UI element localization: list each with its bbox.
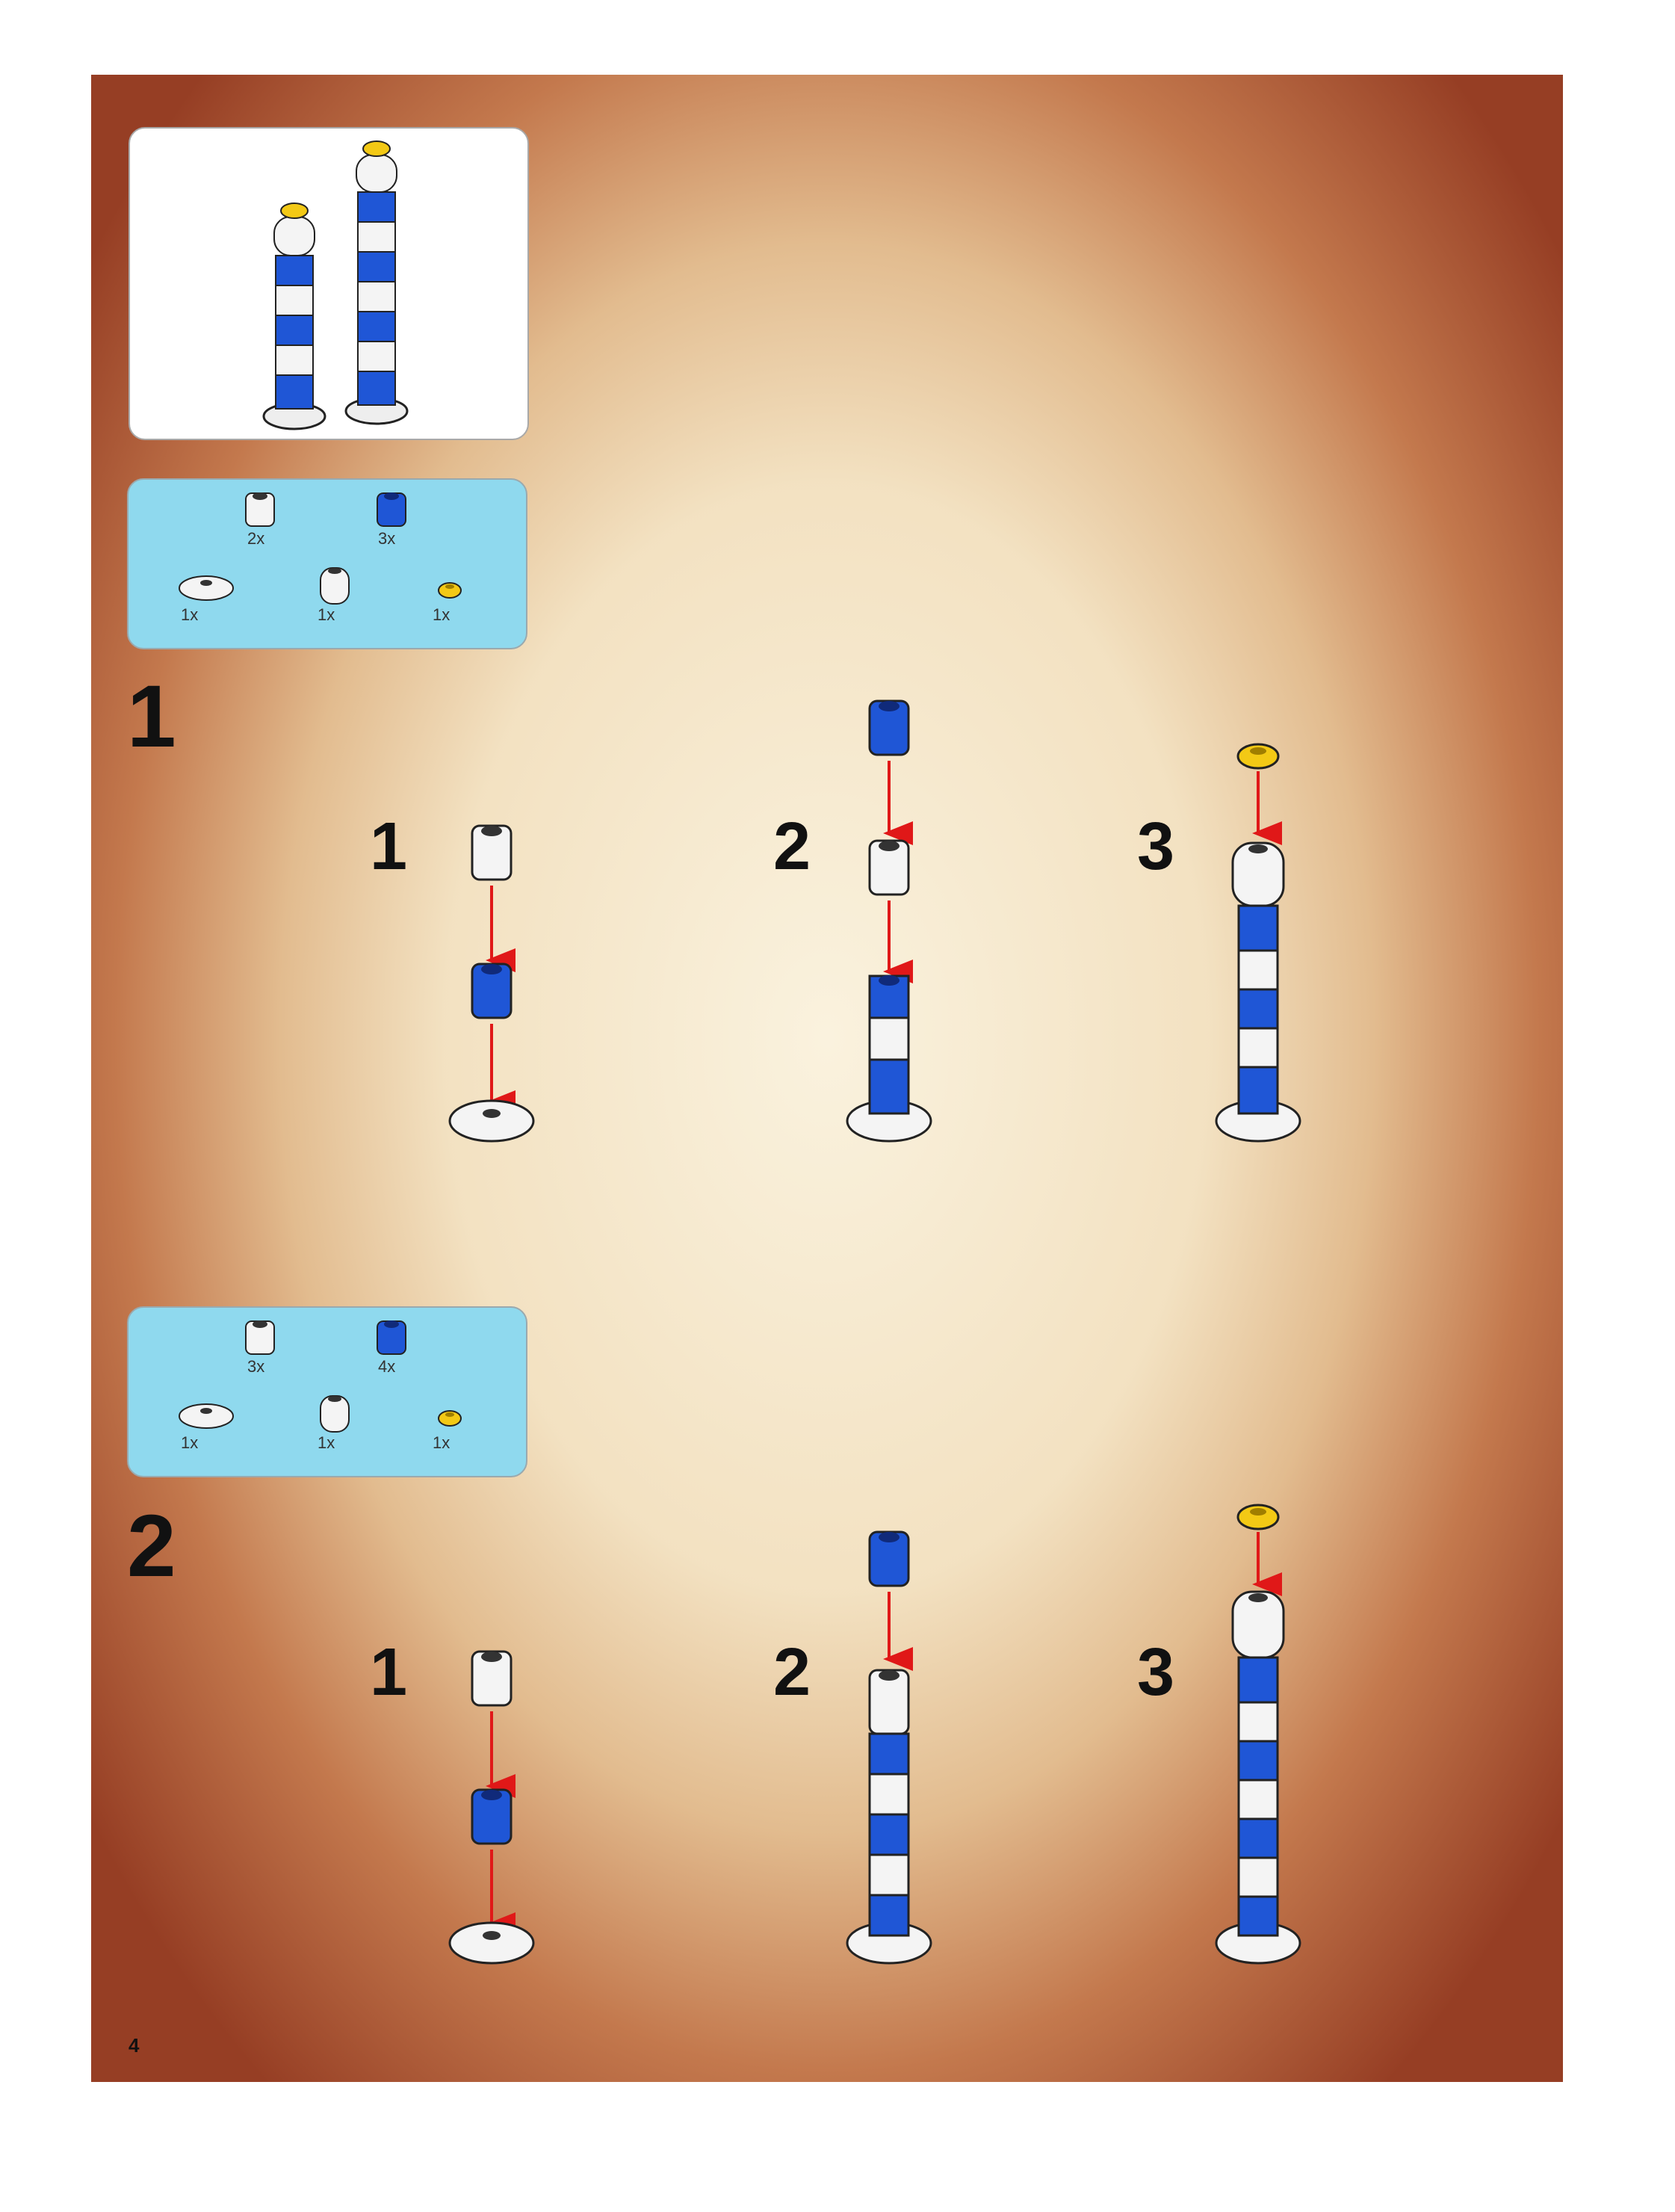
dish-base xyxy=(448,1099,535,1143)
blue-brick xyxy=(471,1788,513,1845)
pillar xyxy=(1215,841,1301,1143)
part-white-rounded-brick xyxy=(320,1395,350,1433)
gold-plate xyxy=(1236,1504,1280,1530)
step1-substep1-assembly xyxy=(448,824,535,1143)
preview-short-pillar xyxy=(262,203,326,430)
white-brick xyxy=(868,839,910,896)
part-qty-gold-round-plate: 1x xyxy=(433,1433,451,1452)
step2-substep1-assembly xyxy=(448,1650,535,1965)
partial-pillar xyxy=(846,974,932,1143)
part-blue-round-brick xyxy=(377,492,406,527)
part-qty-white-dish-base: 1x xyxy=(181,605,199,624)
part-white-dish-base xyxy=(179,575,234,601)
dish-base xyxy=(448,1921,535,1965)
part-white-round-brick xyxy=(245,492,275,527)
preview-tall-pillar xyxy=(344,140,409,425)
blue-brick xyxy=(471,963,513,1019)
part-qty-blue-round-brick: 3x xyxy=(378,529,396,548)
blue-brick xyxy=(868,1530,910,1587)
step1-substep2-assembly xyxy=(846,699,932,1143)
finished-model-preview xyxy=(129,127,529,440)
part-white-dish-base xyxy=(179,1403,234,1429)
step2-substep3-assembly xyxy=(1215,1504,1301,1965)
gold-plate xyxy=(1236,743,1280,770)
parts-illustrations xyxy=(179,1320,462,1433)
part-qty-white-rounded-brick: 1x xyxy=(318,1433,335,1452)
step2-substep-2: 2 xyxy=(773,1635,811,1710)
page-number: 4 xyxy=(129,2034,140,2057)
preview-pillars-illustration xyxy=(262,140,409,430)
partial-pillar xyxy=(846,1669,932,1965)
parts-list-step-2: 3x 4x 1x 1x 1x xyxy=(127,1306,527,1477)
part-gold-round-plate xyxy=(438,582,462,599)
white-brick xyxy=(471,1650,513,1707)
parts-illustrations xyxy=(179,492,462,605)
pillar xyxy=(1215,1590,1301,1965)
part-gold-round-plate xyxy=(438,1410,462,1427)
part-qty-white-rounded-brick: 1x xyxy=(318,605,335,624)
assembly-illustrations xyxy=(448,699,1301,1965)
step1-substep-2: 2 xyxy=(773,809,811,884)
part-qty-gold-round-plate: 1x xyxy=(433,605,451,624)
part-qty-white-dish-base: 1x xyxy=(181,1433,199,1452)
step-number-1: 1 xyxy=(127,667,176,766)
step-number-2: 2 xyxy=(127,1497,176,1595)
part-qty-white-round-brick: 3x xyxy=(247,1357,265,1376)
step1-substep-1: 1 xyxy=(370,809,408,884)
instruction-page: 2x 3x 1x 1x 1x xyxy=(91,75,1563,2082)
step1-substep3-assembly xyxy=(1215,743,1301,1143)
part-white-round-brick xyxy=(245,1320,275,1355)
step2-substep-1: 1 xyxy=(370,1635,408,1710)
part-white-rounded-brick xyxy=(320,567,350,605)
white-brick xyxy=(471,824,513,881)
part-blue-round-brick xyxy=(377,1320,406,1355)
step2-substep2-assembly xyxy=(846,1530,932,1965)
part-qty-white-round-brick: 2x xyxy=(247,529,265,548)
parts-list-step-1: 2x 3x 1x 1x 1x xyxy=(127,478,527,649)
step1-substep-3: 3 xyxy=(1137,809,1175,884)
step2-substep-3: 3 xyxy=(1137,1635,1175,1710)
part-qty-blue-round-brick: 4x xyxy=(378,1357,396,1376)
blue-brick xyxy=(868,699,910,756)
